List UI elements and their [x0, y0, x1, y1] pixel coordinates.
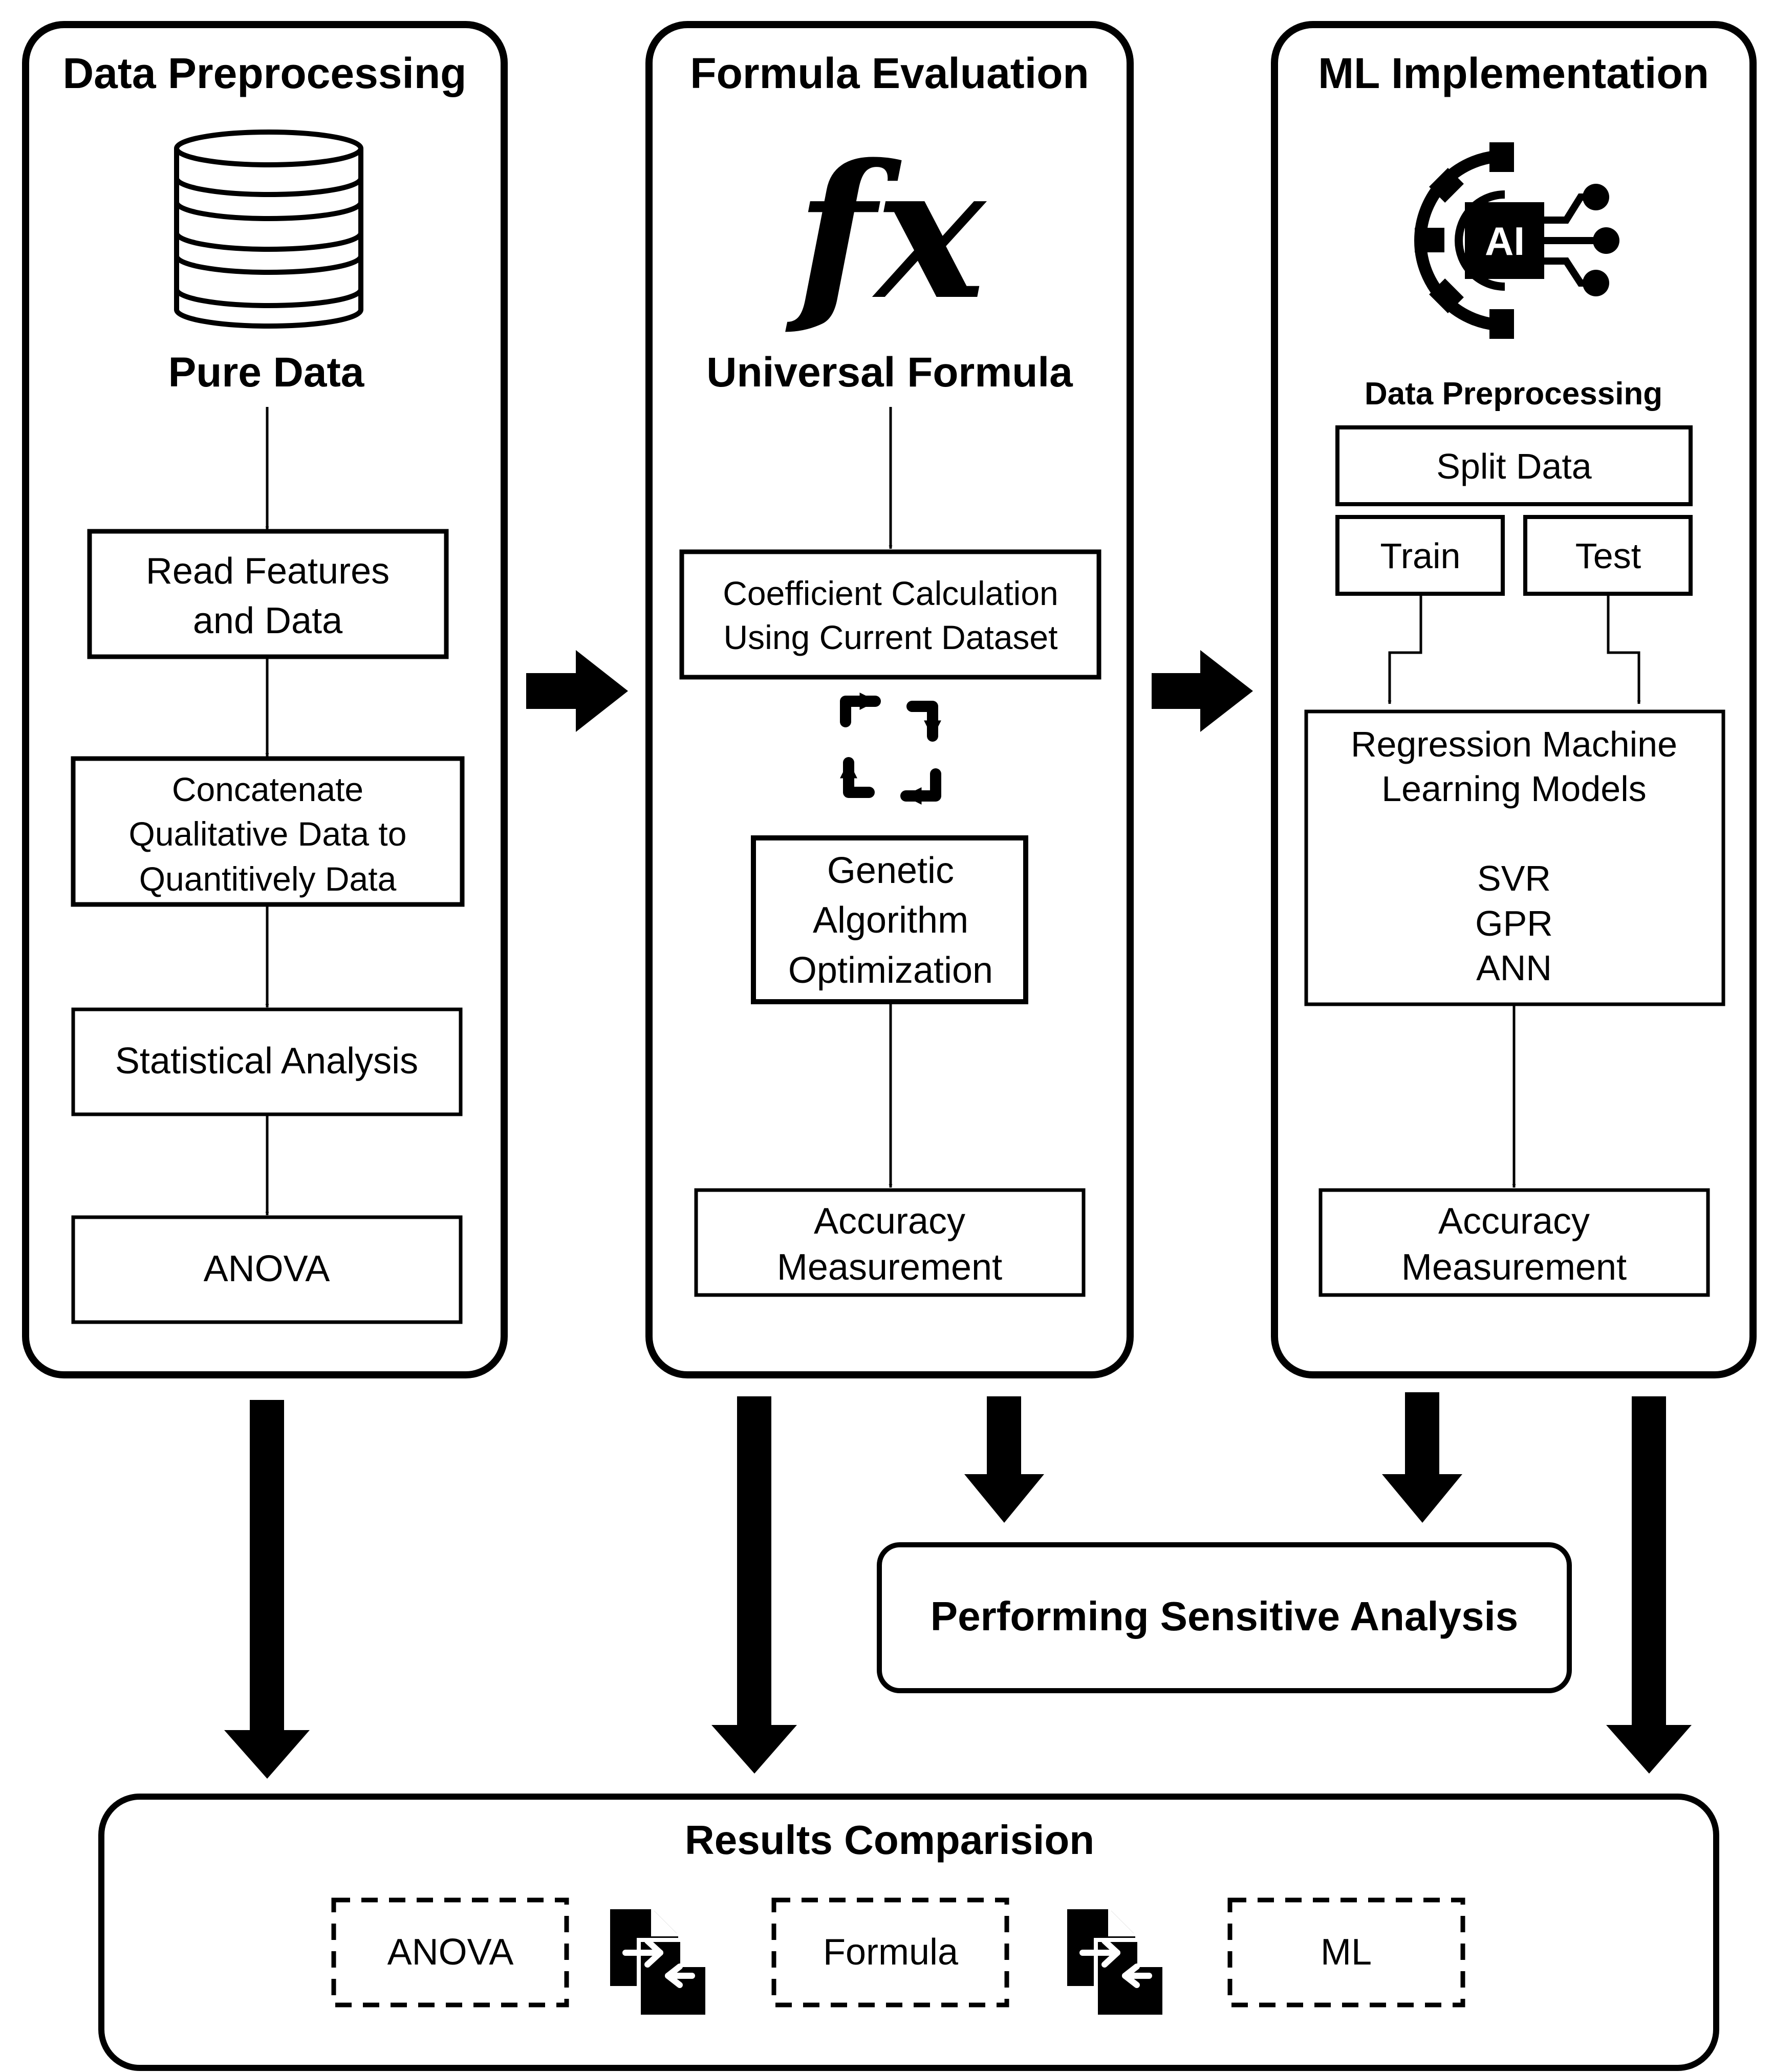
step-test-label: Test [1575, 536, 1641, 576]
sensitive-analysis-box [877, 1542, 1572, 1693]
step-coefficient-line-1: Coefficient Calculation [723, 574, 1058, 612]
step-genetic-algorithm [751, 835, 1028, 1004]
panel-title-data-preprocessing: Data Preprocessing [63, 49, 467, 97]
function-fx-icon: fx [785, 124, 988, 340]
big-arrow-down-col1 [224, 1400, 310, 1779]
big-arrow-right-2 [1152, 650, 1253, 732]
ml-subtitle-data-preprocessing: Data Preprocessing [1365, 376, 1662, 412]
regression-models-title-line-2: Learning Models [1381, 769, 1647, 809]
result-anova-label: ANOVA [387, 1932, 514, 1973]
step-concatenate-line-1: Concatenate [172, 770, 363, 808]
step-genetic-line-1: Genetic [827, 850, 954, 891]
step-accuracy-ml-line-1: Accuracy [1438, 1201, 1590, 1242]
step-split-data-label: Split Data [1436, 446, 1592, 486]
arrow-train-to-models [1388, 595, 1422, 704]
step-test [1523, 515, 1693, 596]
big-arrow-down-col3-results [1606, 1396, 1692, 1774]
compare-documents-icon [1067, 1909, 1166, 2019]
step-split-data [1335, 425, 1693, 506]
step-accuracy-formula-line-2: Measurement [777, 1247, 1002, 1288]
model-gpr: GPR [1475, 903, 1553, 943]
result-anova-box [331, 1897, 569, 2008]
sensitive-analysis-label: Performing Sensitive Analysis [931, 1593, 1519, 1639]
refresh-cycle-icon [840, 693, 941, 805]
panel-data-preprocessing [22, 21, 508, 1378]
big-arrow-down-col3-sensitive [1382, 1392, 1462, 1523]
step-accuracy-ml [1318, 1188, 1710, 1297]
universal-formula-label: Universal Formula [706, 349, 1073, 396]
step-concatenate-line-2: Qualitative Data to [129, 815, 407, 853]
step-train-label: Train [1380, 536, 1461, 576]
pure-data-label: Pure Data [168, 349, 365, 396]
panel-ml-implementation [1271, 21, 1757, 1378]
step-concatenate [71, 756, 465, 907]
compare-documents-icon [610, 1909, 709, 2019]
regression-models-title-line-1: Regression Machine [1351, 724, 1677, 764]
results-comparison-panel [98, 1794, 1719, 2071]
step-anova-label: ANOVA [204, 1248, 330, 1289]
step-regression-models [1304, 709, 1725, 1006]
model-ann: ANN [1476, 948, 1552, 988]
arrow-test-to-models [1607, 595, 1641, 704]
panel-title-ml-implementation: ML Implementation [1318, 49, 1709, 97]
ai-chip-gear-icon: AI [1414, 142, 1619, 339]
big-arrow-right-1 [526, 650, 628, 732]
step-accuracy-ml-line-2: Measurement [1401, 1247, 1627, 1288]
database-icon [174, 130, 363, 329]
big-arrow-down-col2-sensitive [964, 1396, 1044, 1523]
step-coefficient-line-2: Using Current Dataset [724, 618, 1058, 656]
step-train [1335, 515, 1505, 596]
step-concatenate-line-3: Quantitively Data [139, 860, 397, 898]
step-accuracy-formula-line-1: Accuracy [814, 1201, 965, 1242]
result-formula-box [771, 1897, 1009, 2008]
step-read-features-line-1: Read Features [146, 551, 390, 592]
step-read-features-line-2: and Data [193, 600, 343, 641]
model-svr: SVR [1477, 858, 1551, 898]
big-arrow-down-col2-results [711, 1396, 797, 1774]
step-anova [71, 1215, 463, 1324]
panel-title-formula-evaluation: Formula Evaluation [690, 49, 1089, 97]
results-comparison-title: Results Comparision [685, 1817, 1094, 1863]
step-accuracy-formula [694, 1188, 1086, 1297]
step-statistical-analysis [71, 1007, 463, 1116]
result-ml-box [1227, 1897, 1465, 2008]
panel-formula-evaluation [645, 21, 1134, 1378]
step-genetic-line-2: Algorithm [813, 900, 968, 941]
result-ml-label: ML [1321, 1932, 1372, 1973]
ai-chip-text: AI [1485, 219, 1525, 264]
step-coefficient-calculation [679, 549, 1101, 680]
step-genetic-line-3: Optimization [788, 950, 993, 991]
step-read-features [87, 529, 449, 659]
step-statistical-analysis-label: Statistical Analysis [115, 1041, 418, 1082]
result-formula-label: Formula [823, 1932, 959, 1973]
